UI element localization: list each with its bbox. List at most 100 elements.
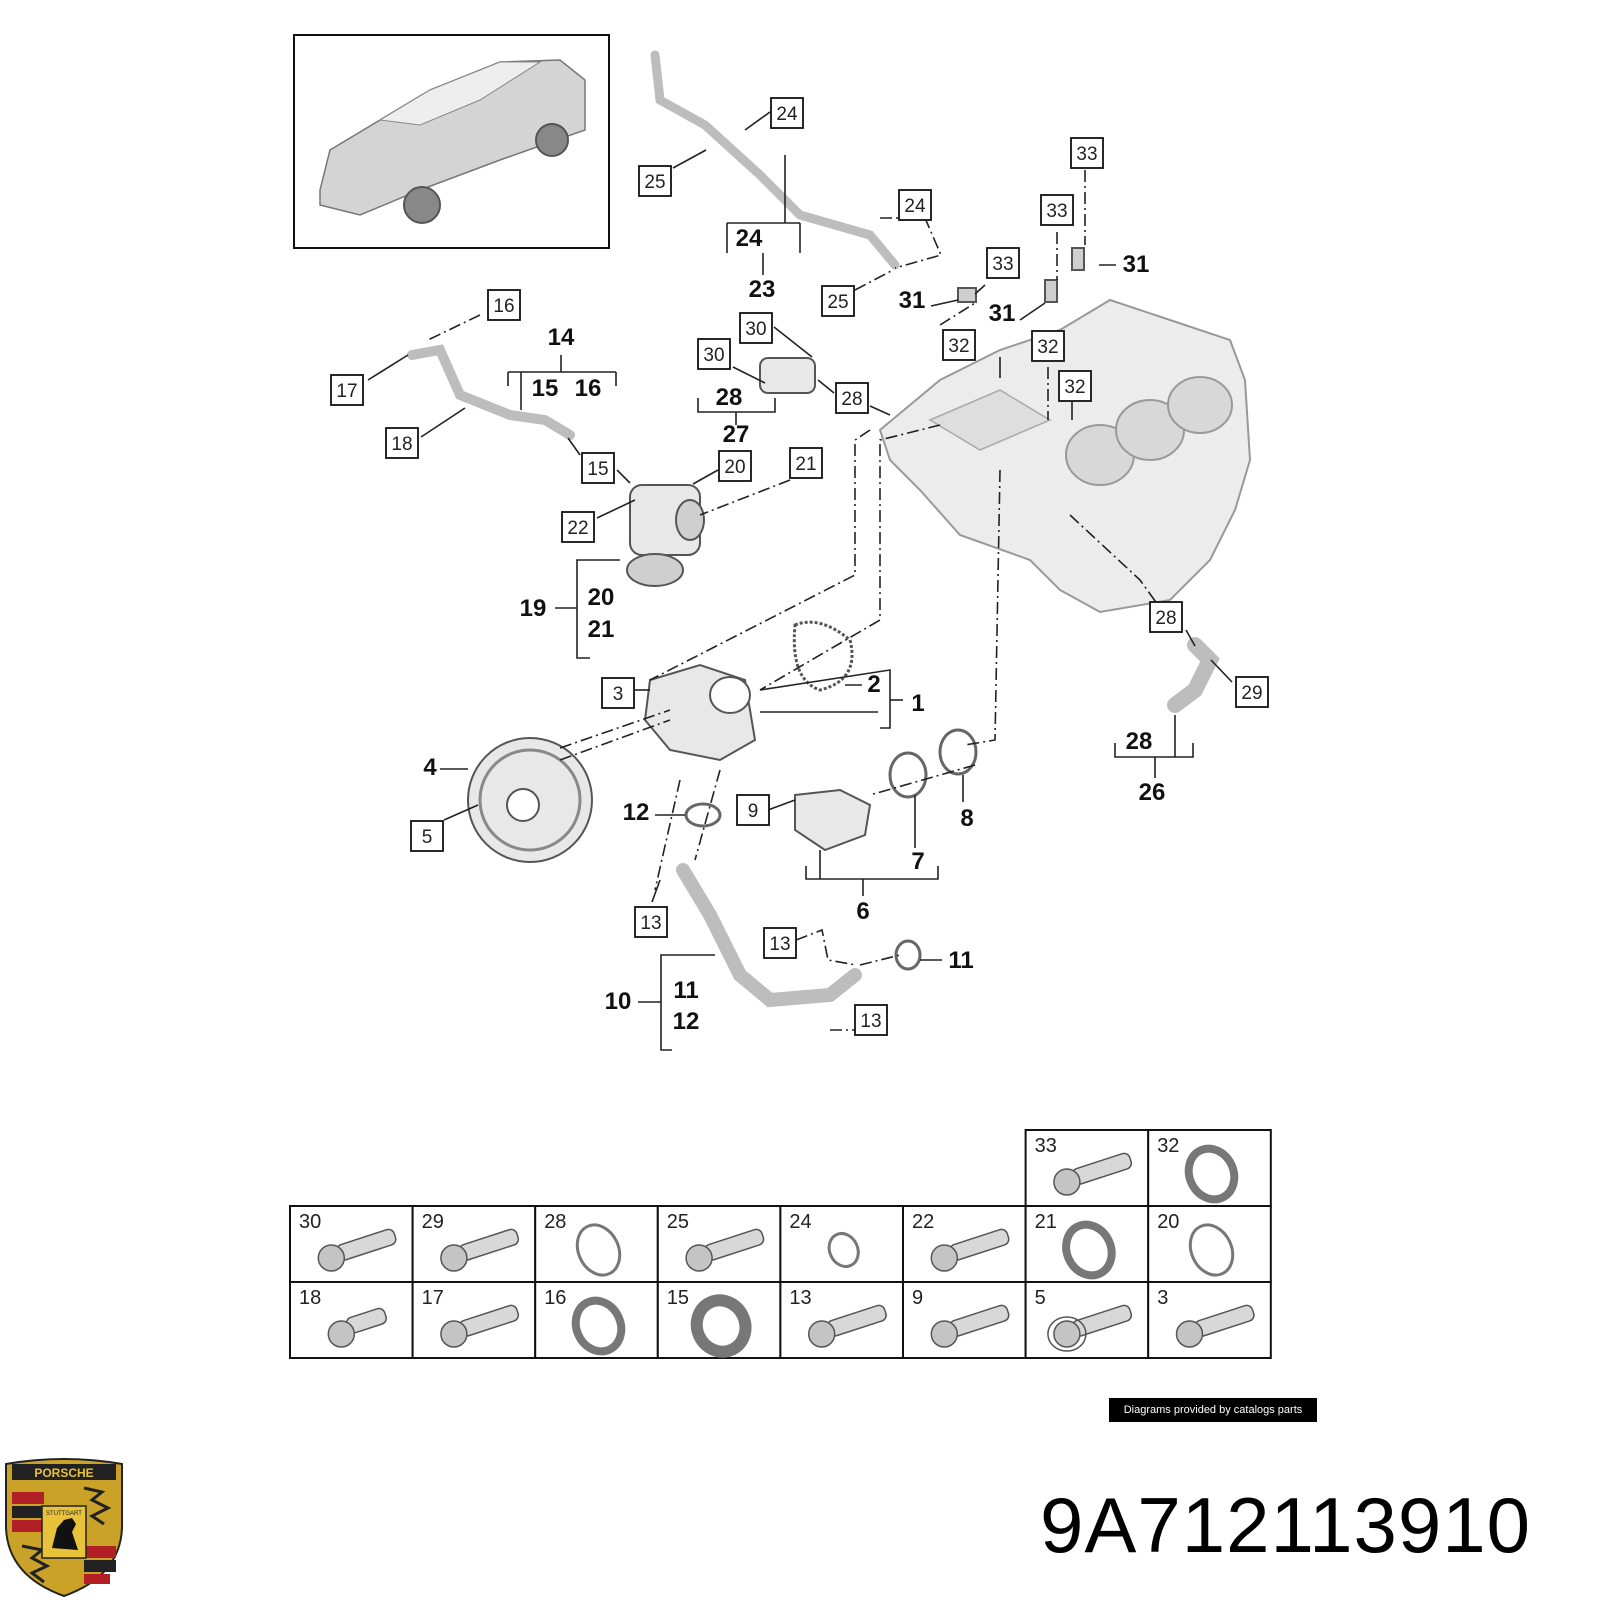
part-cell-number: 9 (912, 1287, 923, 1309)
bolt-icon (807, 1304, 887, 1348)
part-cell: 9 (902, 1281, 1027, 1359)
svg-text:12: 12 (623, 799, 650, 826)
bolt-icon (440, 1228, 520, 1272)
svg-text:27: 27 (723, 421, 750, 448)
svg-text:16: 16 (493, 296, 514, 317)
callout-box: 13 (634, 906, 668, 938)
callout-box: 18 (385, 427, 419, 459)
svg-text:33: 33 (1046, 201, 1067, 222)
callout-box: 32 (1031, 330, 1065, 362)
part-cell-number: 16 (544, 1287, 566, 1309)
ring-small-icon (827, 1231, 860, 1269)
svg-text:32: 32 (948, 336, 969, 357)
svg-text:17: 17 (336, 381, 357, 402)
bolt-icon (440, 1304, 520, 1348)
thermostat-housing-19 (626, 484, 705, 587)
svg-text:14: 14 (548, 324, 575, 351)
gasket-2 (792, 620, 854, 692)
part-cell-number: 29 (422, 1211, 444, 1233)
part-cell-number: 5 (1035, 1287, 1046, 1309)
part-cell-number: 28 (544, 1211, 566, 1233)
svg-text:16: 16 (575, 375, 602, 402)
ring-icon (575, 1223, 622, 1277)
vehicle-thumbnail (293, 34, 610, 249)
bolt-short-icon (327, 1307, 387, 1348)
part-cell: 33 (1024, 1129, 1150, 1207)
svg-text:31: 31 (989, 300, 1016, 327)
ring-thick-icon (1184, 1144, 1239, 1204)
part-cell: 5 (1024, 1281, 1150, 1359)
water-pump-1 (643, 663, 757, 762)
svg-text:28: 28 (841, 389, 862, 410)
boxed-callouts: 24 25 24 25 33 33 33 32 32 32 16 17 18 1… (330, 97, 1269, 1036)
o-ring-8 (938, 728, 978, 776)
svg-text:4: 4 (423, 754, 437, 781)
svg-text:8: 8 (960, 805, 973, 832)
callout-box: 28 (1149, 601, 1183, 633)
part-cell-number: 3 (1157, 1287, 1168, 1309)
callout-box: 21 (789, 447, 823, 479)
callout-box: 33 (1070, 137, 1104, 169)
svg-text:15: 15 (532, 375, 559, 402)
part-cell: 17 (411, 1281, 537, 1359)
svg-text:1: 1 (911, 690, 924, 717)
callout-box: 5 (410, 820, 444, 852)
svg-text:33: 33 (992, 254, 1013, 275)
bolt-icon (317, 1228, 397, 1272)
bolt-icon (930, 1228, 1010, 1272)
bolt-icon (930, 1304, 1010, 1348)
part-cell: 16 (534, 1281, 659, 1359)
part-number: 9A712113910 (1040, 1481, 1532, 1569)
svg-text:5: 5 (422, 827, 433, 848)
svg-text:12: 12 (673, 1008, 700, 1035)
svg-text:28: 28 (1126, 728, 1153, 755)
svg-text:2: 2 (867, 671, 880, 698)
part-cell: 13 (779, 1281, 905, 1359)
thermostat-6 (794, 788, 872, 852)
svg-text:30: 30 (745, 319, 766, 340)
part-cell: 32 (1147, 1129, 1272, 1207)
svg-text:28: 28 (716, 384, 743, 411)
svg-text:13: 13 (640, 913, 661, 934)
svg-text:21: 21 (588, 616, 615, 643)
coolant-pipe-10 (676, 863, 862, 1008)
svg-text:3: 3 (613, 684, 624, 705)
part-cell-number: 15 (667, 1287, 689, 1309)
part-cell-number: 17 (422, 1287, 444, 1309)
part-cell: 28 (534, 1205, 659, 1283)
svg-text:19: 19 (520, 595, 547, 622)
sensors-31 (957, 247, 1085, 303)
part-cell: 30 (289, 1205, 414, 1283)
ring-thick-icon (571, 1296, 626, 1356)
callout-box: 25 (821, 285, 855, 317)
svg-text:25: 25 (827, 292, 848, 313)
svg-text:11: 11 (673, 977, 698, 1004)
connector-27 (759, 357, 816, 394)
svg-text:31: 31 (899, 287, 926, 314)
callout-box: 28 (835, 382, 869, 414)
callout-box: 3 (601, 677, 635, 709)
coolant-pipe-14 (407, 344, 575, 440)
part-cell-number: 22 (912, 1211, 934, 1233)
part-cell-number: 30 (299, 1211, 321, 1233)
svg-text:29: 29 (1241, 683, 1262, 704)
part-cell-number: 25 (667, 1211, 689, 1233)
svg-text:25: 25 (644, 172, 665, 193)
callout-box: 33 (1040, 194, 1074, 226)
ring-icon (1188, 1223, 1235, 1277)
callout-box: 15 (581, 452, 615, 484)
svg-text:30: 30 (703, 345, 724, 366)
assembly-labels: 24 23 14 15 16 31 31 31 28 27 19 20 21 2… (423, 225, 1165, 1035)
callout-box: 20 (718, 450, 752, 482)
callout-box: 24 (770, 97, 804, 129)
svg-text:23: 23 (749, 276, 776, 303)
ring-thick-icon (1062, 1220, 1116, 1280)
ring-seal-icon (690, 1294, 752, 1358)
svg-text:9: 9 (748, 801, 759, 822)
porsche-crest-logo: PORSCHE STUTTGART (5, 1458, 123, 1598)
callout-box: 33 (986, 247, 1020, 279)
callout-box: 29 (1235, 676, 1269, 708)
part-cell-number: 20 (1157, 1211, 1179, 1233)
part-cell: 18 (289, 1281, 414, 1359)
